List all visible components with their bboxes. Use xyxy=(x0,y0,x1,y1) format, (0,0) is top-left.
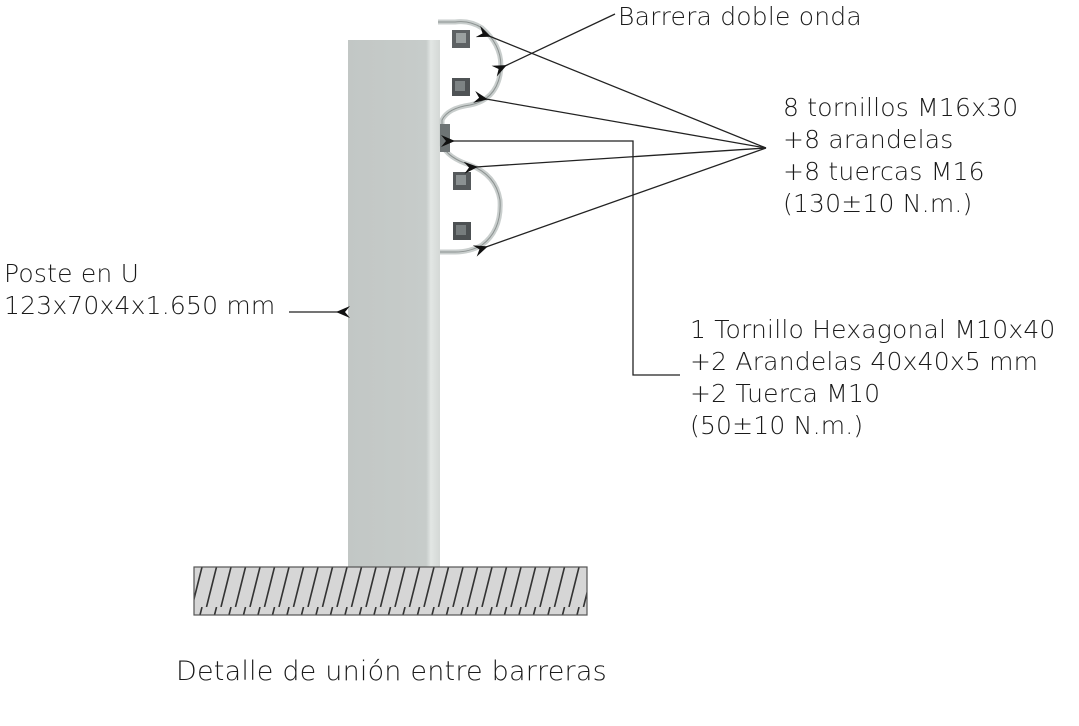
bolts-line-1: 8 tornillos M16x30 xyxy=(783,93,1019,122)
hex-bolt-line-3: +2 Tuerca M10 xyxy=(690,379,881,408)
hex-bolt-line-1: 1 Tornillo Hexagonal M10x40 xyxy=(690,315,1056,344)
ground-base xyxy=(193,566,588,616)
bolts-line-3: +8 tuercas M16 xyxy=(783,157,985,186)
u-post xyxy=(348,40,440,568)
double-wave-barrier xyxy=(438,19,504,255)
post-line-1: Poste en U xyxy=(4,259,140,288)
barrier-label: Barrera doble onda xyxy=(618,2,862,31)
bolt-icon xyxy=(452,78,470,96)
post-label: Poste en U 123x70x4x1.650 mm xyxy=(4,258,275,322)
post-line-2: 123x70x4x1.650 mm xyxy=(4,291,276,320)
bolt-icon xyxy=(452,30,470,48)
bolts-line-4: (130±10 N.m.) xyxy=(783,189,973,218)
leader-lines xyxy=(289,13,767,376)
hex-bolt-line-4: (50±10 N.m.) xyxy=(690,411,864,440)
bolt-icon xyxy=(453,172,471,190)
bolts-group-label: 8 tornillos M16x30 +8 arandelas +8 tuerc… xyxy=(783,92,1018,220)
bolt-icon xyxy=(440,124,450,152)
hex-bolt-group-label: 1 Tornillo Hexagonal M10x40 +2 Arandelas… xyxy=(690,314,1056,442)
diagram-caption: Detalle de unión entre barreras xyxy=(176,656,607,687)
bolts-line-2: +8 arandelas xyxy=(783,125,954,154)
bolt-icon xyxy=(453,222,471,240)
hex-bolt-line-2: +2 Arandelas 40x40x5 mm xyxy=(690,347,1039,376)
